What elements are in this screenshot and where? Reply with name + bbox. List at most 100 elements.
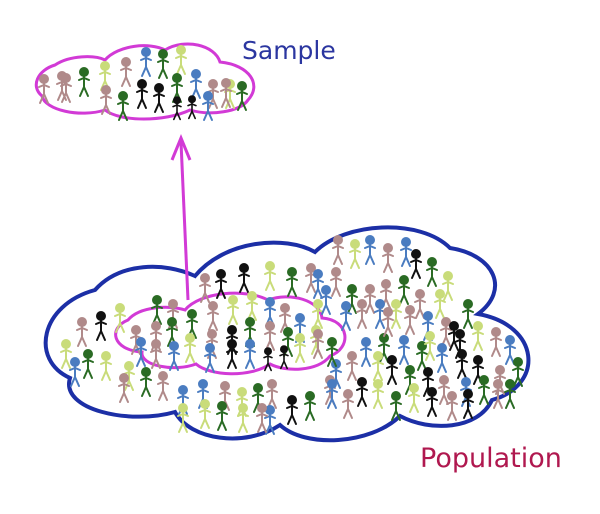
- stick-figure-icon: [237, 403, 249, 433]
- stick-figure-icon: [320, 285, 332, 315]
- stick-figure-icon: [364, 284, 376, 314]
- stick-figure-icon: [414, 289, 426, 319]
- stick-figure-icon: [410, 249, 422, 279]
- stick-figure-icon: [504, 335, 516, 365]
- stick-figure-icon: [216, 401, 228, 431]
- stick-figure-icon: [286, 395, 298, 425]
- stick-figure-icon: [408, 383, 420, 413]
- stick-figure-icon: [60, 73, 72, 103]
- stick-figure-icon: [135, 337, 147, 367]
- stick-figure-icon: [175, 45, 187, 75]
- stick-figure-icon: [446, 391, 458, 421]
- stick-figure-icon: [400, 237, 412, 267]
- stick-figure-icon: [256, 403, 268, 433]
- stick-figure-icon: [279, 303, 291, 333]
- stick-figure-icon: [236, 81, 248, 111]
- stick-figure-icon: [227, 295, 239, 325]
- stick-figure-icon: [448, 321, 460, 351]
- stick-figure-icon: [490, 327, 502, 357]
- stick-figure-icon: [294, 333, 306, 363]
- stick-figure-icon: [436, 343, 448, 373]
- stick-figure-icon: [207, 301, 219, 331]
- stick-figure-icon: [326, 337, 338, 367]
- stick-figure-icon: [279, 345, 289, 370]
- stick-figure-icon: [416, 341, 428, 371]
- stick-figure-icon: [422, 367, 434, 397]
- stick-figure-icon: [456, 349, 468, 379]
- stick-figure-icon: [172, 96, 182, 121]
- stick-figure-icon: [398, 275, 410, 305]
- stick-figure-icon: [266, 379, 278, 409]
- stick-figure-icon: [442, 271, 454, 301]
- stick-figure-icon: [372, 379, 384, 409]
- stick-figure-icon: [136, 79, 148, 109]
- stick-figure-icon: [82, 349, 94, 379]
- stick-figure-icon: [424, 331, 436, 361]
- stick-figure-icon: [332, 235, 344, 265]
- stick-figure-icon: [114, 303, 126, 333]
- stick-figure-icon: [356, 299, 368, 329]
- stick-figure-icon: [462, 299, 474, 329]
- stick-figure-icon: [204, 343, 216, 373]
- stick-figure-icon: [312, 299, 324, 329]
- stick-figure-icon: [504, 379, 516, 409]
- stick-figure-icon: [171, 73, 183, 103]
- stick-figure-icon: [438, 375, 450, 405]
- stick-figure-icon: [472, 321, 484, 351]
- stick-figure-icon: [360, 337, 372, 367]
- stick-figure-icon: [440, 317, 452, 347]
- stick-figure-icon: [215, 269, 227, 299]
- stick-figure-icon: [386, 355, 398, 385]
- stick-figure-icon: [76, 317, 88, 347]
- stick-figure-icon: [404, 305, 416, 335]
- stick-figure-icon: [246, 291, 258, 321]
- stick-figure-icon: [356, 377, 368, 407]
- stick-figure-icon: [199, 273, 211, 303]
- stick-figure-icon: [390, 299, 402, 329]
- stick-figure-icon: [220, 78, 232, 108]
- stick-figure-icon: [226, 339, 238, 369]
- arrow-up-icon: [170, 134, 192, 301]
- stick-figure-icon: [99, 61, 111, 91]
- stick-figure-icon: [294, 313, 306, 343]
- stick-figure-icon: [95, 311, 107, 341]
- stick-figure-icon: [390, 391, 402, 421]
- stick-figure-icon: [263, 347, 273, 372]
- stick-figure-icon: [304, 391, 316, 421]
- stick-figure-icon: [346, 351, 358, 381]
- stick-figure-icon: [153, 83, 165, 113]
- stick-figure-icon: [492, 379, 504, 409]
- stick-figure-icon: [120, 57, 132, 87]
- stick-figure-icon: [118, 373, 130, 403]
- stick-figure-icon: [264, 261, 276, 291]
- stick-figure-icon: [286, 267, 298, 297]
- stick-figure-icon: [398, 335, 410, 365]
- stick-figure-icon: [199, 399, 211, 429]
- stick-figures: [38, 45, 524, 435]
- stick-figure-icon: [312, 269, 324, 299]
- stick-figure-icon: [177, 403, 189, 433]
- stick-figure-icon: [346, 284, 358, 314]
- stick-figure-icon: [478, 375, 490, 405]
- stick-figure-icon: [282, 327, 294, 357]
- stick-figure-icon: [312, 329, 324, 359]
- stick-figure-icon: [150, 339, 162, 369]
- stick-figure-icon: [187, 95, 197, 120]
- stick-figure-icon: [512, 357, 524, 387]
- stick-figure-icon: [264, 297, 276, 327]
- stick-figure-icon: [157, 371, 169, 401]
- stick-figure-icon: [349, 239, 361, 269]
- stick-figure-icon: [330, 267, 342, 297]
- stick-figure-icon: [264, 321, 276, 351]
- stick-figure-icon: [426, 387, 438, 417]
- stick-figure-icon: [60, 339, 72, 369]
- stick-figure-icon: [100, 351, 112, 381]
- stick-figure-icon: [364, 235, 376, 265]
- stick-figure-icon: [238, 263, 250, 293]
- stick-figure-icon: [140, 47, 152, 77]
- stick-figure-icon: [186, 309, 198, 339]
- stick-figure-icon: [38, 74, 50, 104]
- sample-label: Sample: [242, 36, 336, 65]
- stick-figure-icon: [426, 257, 438, 287]
- stick-figure-icon: [244, 339, 256, 369]
